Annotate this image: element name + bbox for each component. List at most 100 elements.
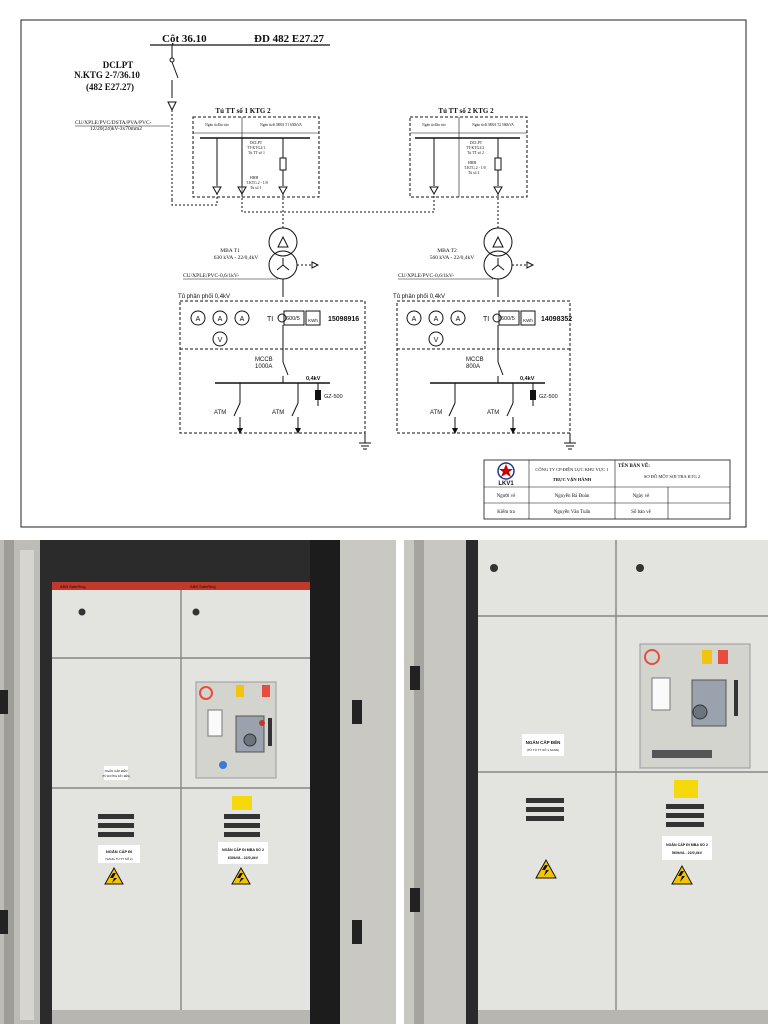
disconnector-label-2: N.KTG 2-7/36.10 (74, 70, 140, 80)
lv-panel-1-title: Tủ phân phối 0,4kV (178, 293, 230, 300)
ammeter-label: A (218, 316, 223, 323)
mccb-label: MCCB (466, 357, 484, 363)
drawing-name-label: TÊN BẢN VẼ: (618, 463, 650, 469)
transformer-t2: MBA T2 560 kVA - 22/0,4kV CU/XPLE/PVC-0,… (398, 227, 535, 297)
feeder-sign-small (104, 766, 128, 780)
sheet-number-label: Số bản vẽ (631, 510, 652, 515)
ammeter-icon (212, 310, 228, 326)
ammeter-label: A (240, 316, 245, 323)
ammeter-icon (428, 310, 444, 326)
company-logo: LKV1 (497, 462, 515, 487)
meter-number: 15098916 (328, 316, 359, 323)
atm-switch (506, 402, 514, 417)
sign-in-text: NGĂN CẤP ĐẾN (526, 739, 561, 745)
feeder-in-sign (522, 734, 564, 756)
rmu-2-dclpt-3: Tủ TT số 2 (467, 151, 484, 155)
checked-by: Nguyễn Văn Tuấn (554, 509, 591, 515)
warning-notice (674, 780, 698, 798)
sign-out-2-sub: 630kVA - 22/0,4kV (228, 856, 259, 860)
atm-label: ATM (487, 410, 499, 416)
line-label: ĐD 482 E27.27 (254, 33, 324, 45)
disconnector-label-3: (482 E27.27) (86, 82, 134, 92)
cable-in-label-1: CU/XPLE/PVC/DSTA/PVA/PVC- (75, 120, 152, 126)
cabinet-top-strip (52, 582, 310, 590)
sign-small-sub: (TỪ ĐƯỜNG DÂY ĐẾN) (102, 775, 130, 778)
ct-ratio: 600/5 (286, 316, 300, 322)
sign-out-1-sub: (SANG TỦ TT SỐ 2) (105, 856, 132, 861)
atm-label: ATM (272, 410, 284, 416)
ct-label: TI (267, 316, 273, 323)
mccb-label: MCCB (255, 357, 273, 363)
sign-out-1-text: NGĂN CẤP ĐI (106, 849, 132, 854)
mccb-switch (282, 361, 289, 376)
surge-arrester-icon (530, 390, 536, 400)
transformer-hv-winding-icon (483, 227, 513, 257)
rmu-2-title: Tủ TT số 2 KTG 2 (438, 107, 494, 115)
t2-cable-label: CU/XPLE/PVC-0,6/1kV- (398, 273, 454, 279)
indicator-icon (718, 650, 728, 664)
rmu-1-fuse-3: Tủ số 1 (250, 186, 261, 190)
voltmeter-label: V (434, 337, 439, 344)
high-voltage-warning-icon (535, 858, 557, 879)
rmu-1-fuse-2: T.KTG.2 - 1/0 (246, 181, 268, 185)
rmu-2-dclpt-2: TT-KTG2/2 (466, 146, 484, 150)
atm-switch (233, 402, 241, 417)
rmu-1-title: Tủ TT số 1 KTG 2 (215, 107, 271, 115)
sign-small-text: NGĂN CẤP ĐẾN (105, 768, 128, 773)
rmu-cabinet (478, 540, 768, 1024)
rmu-2-fuse-2: T.KTG.2 - 1/0 (464, 166, 486, 170)
open-door (340, 540, 396, 1024)
bus-voltage: 0,4kV (520, 376, 535, 382)
sign-out-2-text: NGĂN CẤP ĐI MBA SỐ 2 (222, 847, 264, 852)
sign-out-text: NGĂN CẤP ĐI MBA SỐ 2 (666, 842, 708, 847)
kwh-meter-icon (305, 310, 321, 326)
department-name: TRỰC VẬN HÀNH (553, 477, 592, 482)
voltmeter-icon (212, 331, 228, 347)
high-voltage-warning-icon (671, 864, 693, 885)
drawn-by-label: Người vẽ (497, 494, 517, 499)
photo-rmu-cabinet-1: ABB SafeRing ABB SafeRing NGĂN CẤP ĐẾN (… (0, 540, 396, 1024)
logo-text: LKV1 (498, 481, 514, 487)
sign-out-sub: 560kVA - 22/0,4kV (672, 851, 703, 855)
cable-head-icon (167, 101, 177, 112)
lv-panel-2-title: Tủ phân phối 0,4kV (393, 293, 445, 300)
single-line-diagram: Cột 36.10 ĐD 482 E27.27 DCLPT N.KTG 2-7/… (20, 19, 747, 528)
rmu-2-fuse-3: Tủ số 2 (468, 171, 479, 175)
arrester-label: GZ-500 (539, 394, 558, 400)
rmu-2-bay-out: Ngăn tủ đi MBA T2 560kVA (472, 123, 514, 127)
drawn-by: Nguyễn Bá Đoàn (555, 493, 590, 499)
voltmeter-icon (428, 331, 444, 347)
rmu-1-dclpt-2: TT-KTG2/1 (247, 146, 265, 150)
brand-label: ABB SafeRing (190, 584, 216, 589)
ammeter-label: A (434, 316, 439, 323)
bus-voltage: 0,4kV (306, 376, 321, 382)
mccb-rating: 1000A (255, 364, 272, 370)
ammeter-icon (406, 310, 422, 326)
ct-ratio: 600/5 (501, 316, 515, 322)
ammeter-icon (234, 310, 250, 326)
atm-switch (448, 402, 456, 417)
voltmeter-label: V (218, 337, 223, 344)
disconnector-switch (171, 61, 179, 79)
rmu-2-fuse-1: HHH (468, 161, 476, 165)
disconnector-label-1: DCLPT (103, 60, 134, 70)
checked-by-label: Kiểm tra (497, 509, 515, 515)
t1-rating: 630 kVA - 22/0,4kV (214, 255, 259, 261)
photo-rmu-cabinet-2: NGĂN CẤP ĐẾN (TỪ TỦ TT SỐ 1 SANG) NGĂN C… (404, 540, 768, 1024)
ammeter-icon (190, 310, 206, 326)
kwh-label: KWh (523, 318, 533, 323)
mccb-rating: 800A (466, 364, 480, 370)
indicator-icon (199, 686, 213, 700)
atm-switch (291, 402, 299, 417)
atm-label: ATM (214, 410, 226, 416)
current-transformer-icon (277, 313, 287, 323)
lv-panel-2: Tủ phân phối 0,4kV A A A V TI 600/5 KWh … (393, 293, 576, 450)
ammeter-label: A (456, 316, 461, 323)
feeder-out-sign-1 (98, 845, 140, 863)
rmu-1-fuse-1: HHH (250, 176, 258, 180)
atm-label: ATM (430, 410, 442, 416)
rmu-2-bay-in: Ngăn tủ đầu vào (422, 123, 446, 127)
warning-notice (232, 796, 252, 810)
mccb-switch (497, 361, 504, 376)
t1-cable-label: CU/XPLE/PVC-0,6/1kV- (183, 273, 239, 279)
